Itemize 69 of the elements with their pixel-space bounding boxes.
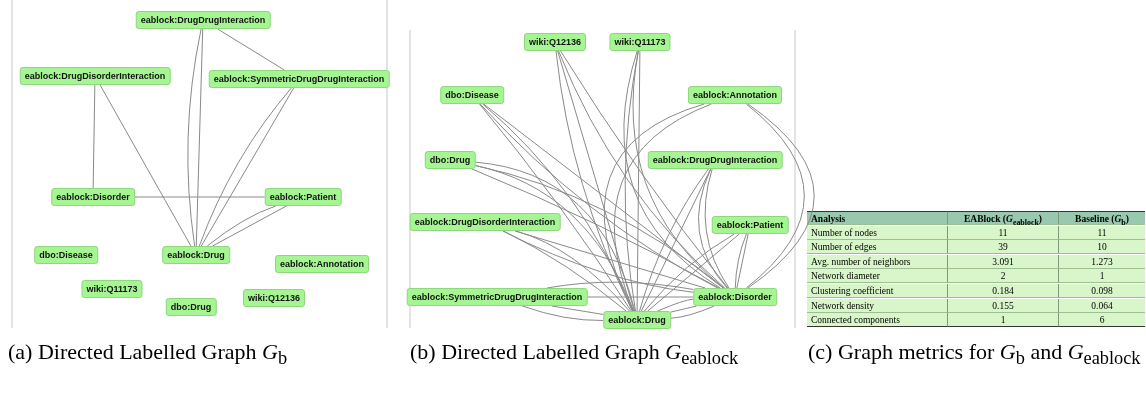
edge-line — [521, 305, 604, 321]
edge-line — [134, 196, 266, 198]
table-cell: Clustering coefficient — [807, 284, 947, 298]
table-cell: 39 — [947, 240, 1058, 255]
table-cell: 0.184 — [947, 284, 1058, 298]
edge-line — [586, 296, 694, 298]
class-node: eablock:Disorder — [693, 288, 777, 306]
class-node: eablock:SymmetricDrugDrugInteraction — [406, 288, 588, 306]
figure-caption: (a) Directed Labelled Graph G$_{b}$ — [8, 338, 289, 371]
table-cell: 10 — [1058, 240, 1145, 255]
edge-line — [698, 168, 728, 289]
table-cell: Avg. number of neighbors — [807, 254, 947, 269]
edge-line — [206, 205, 277, 247]
edge-line — [212, 205, 287, 247]
table-cell: 6 — [1058, 313, 1145, 328]
table-cell: 0.064 — [1058, 298, 1145, 313]
class-node: dbo:Drug — [165, 298, 217, 316]
table-cell: 1.273 — [1058, 254, 1145, 269]
class-node: dbo:Drug — [424, 151, 476, 169]
edge-line — [99, 84, 192, 247]
table-header-cell: EABlock (G$_{eablock}$) — [947, 211, 1058, 225]
edge-line — [514, 230, 706, 289]
edge-line — [657, 298, 694, 312]
edge-line — [704, 168, 730, 289]
edge-line — [195, 28, 204, 247]
class-node: wiki:Q12136 — [243, 289, 305, 307]
table-cell: Number of edges — [807, 240, 947, 255]
table-cell: 0.155 — [947, 298, 1058, 313]
edge-line — [502, 230, 694, 293]
table-header-cell: Baseline (G$_{b}$) — [1058, 211, 1145, 225]
figure-caption: (b) Directed Labelled Graph G$_{eablock}$ — [410, 338, 740, 371]
class-node: eablock:DrugDrugInteraction — [647, 151, 783, 169]
edge-line — [187, 28, 202, 247]
edge-line — [217, 28, 285, 71]
edge-line — [747, 103, 815, 289]
class-node: eablock:Annotation — [688, 86, 782, 104]
table-header-cell: Analysis — [807, 211, 947, 225]
class-node: wiki:Q11173 — [81, 280, 143, 298]
edge-line — [745, 103, 805, 289]
class-node: eablock:Disorder — [51, 188, 135, 206]
table-cell: 11 — [1058, 225, 1145, 240]
edge-line — [603, 103, 705, 312]
class-node: dbo:Disease — [34, 246, 98, 264]
table-cell: 3.091 — [947, 254, 1058, 269]
table-cell: 0.098 — [1058, 284, 1145, 298]
table-cell: Network density — [807, 298, 947, 313]
table-cell: 1 — [1058, 269, 1145, 284]
edge-line — [92, 84, 96, 189]
table-cell: Network diameter — [807, 269, 947, 284]
class-node: wiki:Q11173 — [609, 33, 671, 51]
table-cell: 2 — [947, 269, 1058, 284]
class-node: eablock:Drug — [162, 246, 230, 264]
edge-line — [636, 50, 641, 312]
class-node: eablock:Annotation — [275, 255, 369, 273]
class-node: eablock:Patient — [711, 216, 789, 234]
class-node: wiki:Q12136 — [524, 33, 586, 51]
table-cell: 1 — [947, 313, 1058, 328]
edge-line — [670, 305, 715, 319]
table-cell: 11 — [947, 225, 1058, 240]
class-node: eablock:DrugDisorderInteraction — [409, 213, 561, 231]
class-node: dbo:Disease — [440, 86, 504, 104]
class-node: eablock:SymmetricDrugDrugInteraction — [208, 70, 390, 88]
table-cell: Number of nodes — [807, 225, 947, 240]
class-node: eablock:DrugDisorderInteraction — [19, 67, 171, 85]
figure-caption: (c) Graph metrics for G$_{b}$ and G$_{eablock}$ — [808, 338, 1142, 371]
class-node: eablock:Drug — [603, 311, 671, 329]
class-node: eablock:Patient — [264, 188, 342, 206]
table-cell: Connected components — [807, 313, 947, 328]
class-node: eablock:DrugDrugInteraction — [135, 11, 271, 29]
